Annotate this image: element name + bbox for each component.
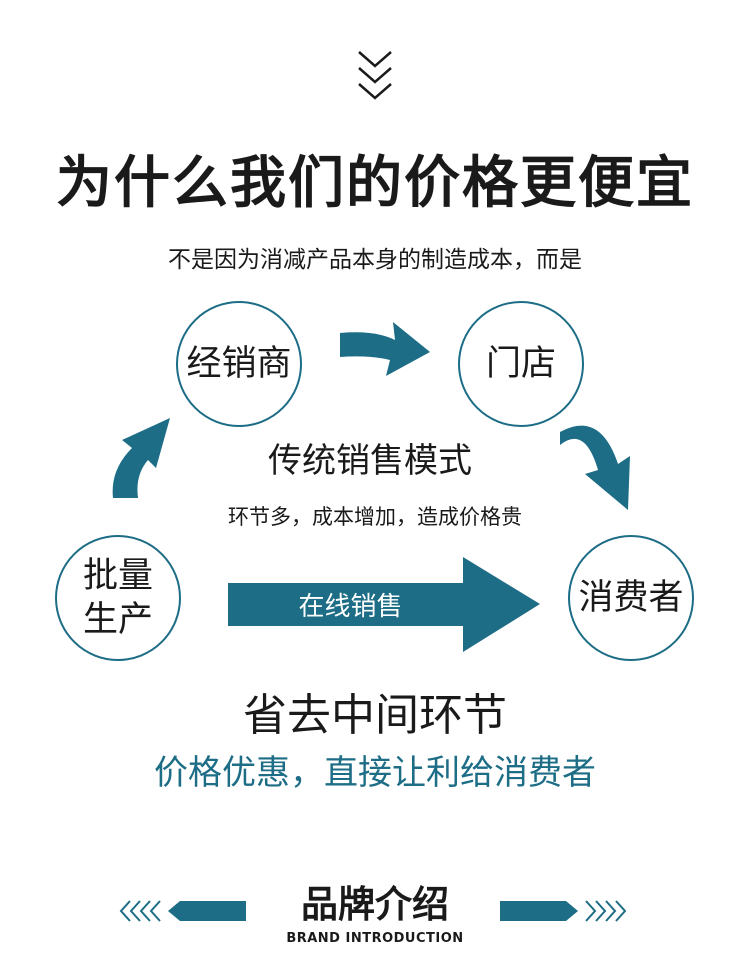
headline-subtitle: 价格优惠，直接让利给消费者 (154, 753, 596, 793)
brand-subtitle: BRAND INTRODUCTION (286, 931, 464, 946)
traditional-mode-label: 传统销售模式 (268, 441, 472, 481)
arrow-curved-icon (112, 418, 170, 498)
chevron-left-icon (119, 900, 246, 922)
node-store: 门店 (458, 301, 584, 427)
arrow-right-icon (228, 557, 540, 652)
node-distributor: 经销商 (176, 301, 302, 427)
headline: 省去中间环节 (243, 690, 507, 741)
subtitle: 不是因为消减产品本身的制造成本，而是 (168, 247, 582, 273)
brand-title: 品牌介绍 (301, 883, 449, 926)
page-title: 为什么我们的价格更便宜 (56, 151, 694, 216)
arrow-curved-icon (560, 425, 630, 510)
node-mass-production: 批量生产 (55, 535, 181, 661)
online-sales-label: 在线销售 (298, 592, 403, 622)
arrow-right-icon (340, 322, 430, 376)
traditional-mode-note: 环节多，成本增加，造成价格贵 (228, 505, 522, 529)
node-label: 经销商 (186, 344, 292, 384)
chevron-down-icon (358, 51, 392, 100)
node-label: 批量生产 (82, 556, 153, 640)
node-consumer: 消费者 (568, 535, 694, 661)
node-label: 消费者 (578, 578, 684, 618)
chevron-right-icon (500, 900, 627, 922)
node-label: 门店 (485, 344, 556, 384)
